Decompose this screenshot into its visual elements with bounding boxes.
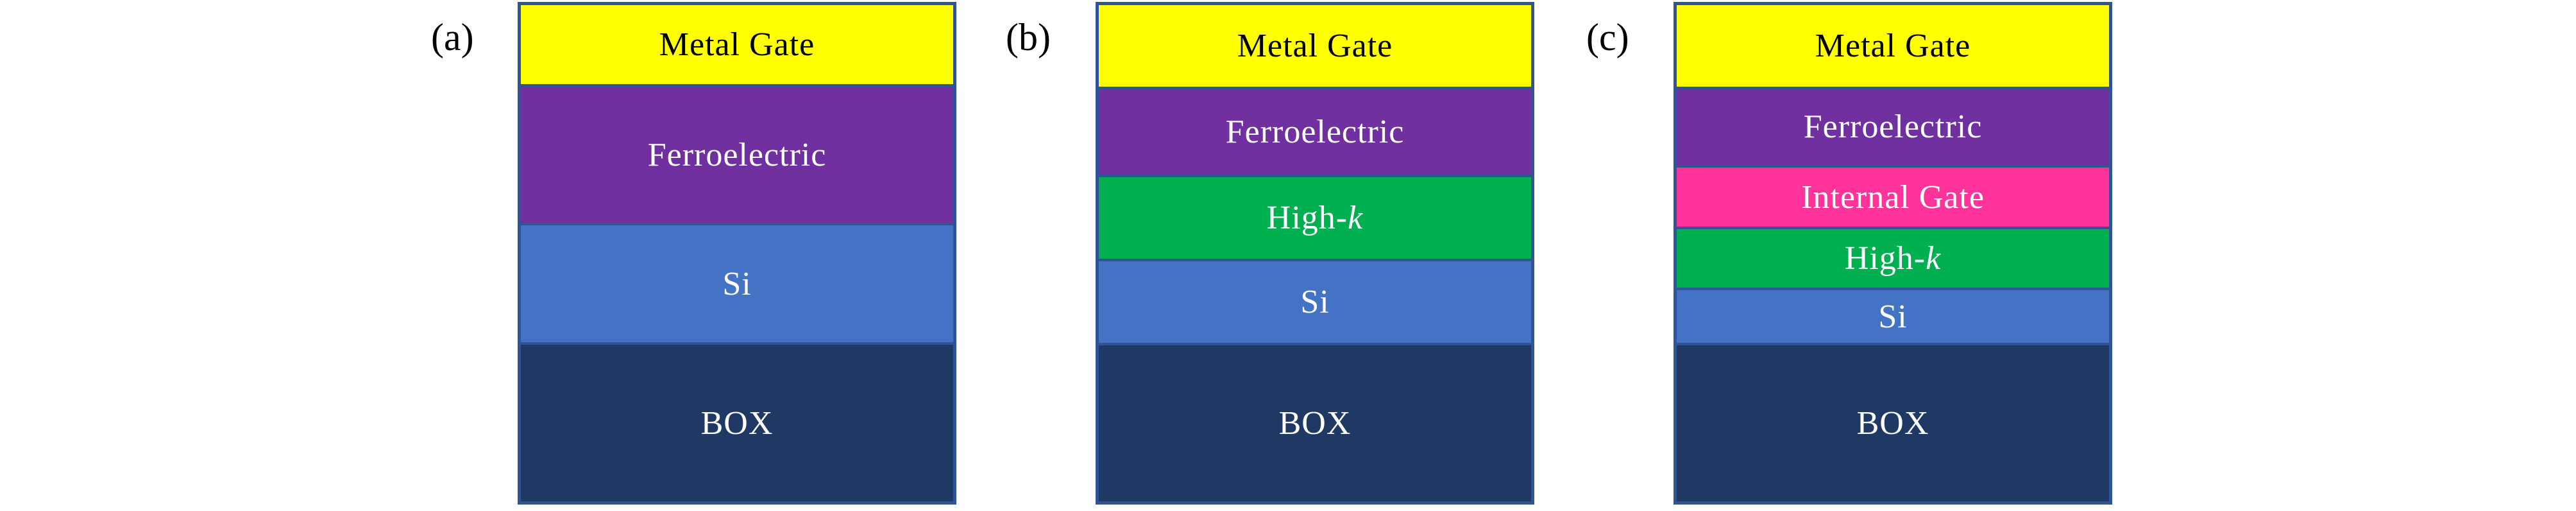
layer-label: Metal Gate <box>659 26 815 64</box>
layer-internal-gate: Internal Gate <box>1677 168 2109 227</box>
layer-label-text: BOX <box>700 404 774 442</box>
layer-label-text: Si <box>722 265 752 302</box>
layer-label-text: High- <box>1844 240 1926 277</box>
layer-label-text: Si <box>1878 298 1908 335</box>
layer-label-text: BOX <box>1856 404 1929 442</box>
layer-ferroelectric: Ferroelectric <box>1677 89 2109 166</box>
layer-si: Si <box>1099 261 1531 343</box>
panel-label-c: (c) <box>1586 16 1629 58</box>
layer-ferroelectric: Ferroelectric <box>521 87 953 223</box>
layer-label-text: Metal Gate <box>659 26 815 64</box>
layer-label: BOX <box>1279 404 1352 442</box>
layer-label: Ferroelectric <box>648 136 827 174</box>
layer-label: BOX <box>1857 404 1929 442</box>
layer-label-italic: k <box>1348 199 1364 236</box>
layer-label: High-k <box>1267 199 1363 237</box>
layer-label-text: Ferroelectric <box>1225 113 1405 150</box>
layer-label: Si <box>722 265 751 303</box>
layer-box: BOX <box>1099 345 1531 501</box>
layer-si: Si <box>1677 290 2109 343</box>
layer-label: High-k <box>1845 239 1941 277</box>
layer-label: BOX <box>701 404 774 442</box>
layer-label: Metal Gate <box>1237 27 1393 65</box>
layer-label-text: Si <box>1300 283 1330 320</box>
layer-label-text: Ferroelectric <box>1803 108 1983 146</box>
layer-metal-gate: Metal Gate <box>1099 5 1531 87</box>
panel-label-a: (a) <box>431 16 474 58</box>
layer-metal-gate: Metal Gate <box>521 5 953 85</box>
layer-label: Internal Gate <box>1801 178 1985 216</box>
layer-label: Ferroelectric <box>1804 108 1983 146</box>
layer-label-text: BOX <box>1278 404 1352 442</box>
layer-box: BOX <box>1677 345 2109 501</box>
layer-box: BOX <box>521 345 953 501</box>
layer-label-text: Ferroelectric <box>647 136 827 173</box>
layer-si: Si <box>521 225 953 343</box>
layer-label-text: High- <box>1266 199 1348 236</box>
layer-label: Si <box>1300 283 1329 321</box>
layer-label-text: Metal Gate <box>1237 28 1393 65</box>
layer-ferroelectric: Ferroelectric <box>1099 89 1531 175</box>
layer-label: Ferroelectric <box>1226 113 1405 151</box>
layer-label: Metal Gate <box>1815 27 1970 65</box>
layer-label: Si <box>1878 298 1907 336</box>
layer-metal-gate: Metal Gate <box>1677 5 2109 87</box>
layer-label-text: Metal Gate <box>1815 27 1971 64</box>
layer-high-k: High-k <box>1677 229 2109 288</box>
panel-label-b: (b) <box>1006 16 1051 58</box>
layer-high-k: High-k <box>1099 177 1531 259</box>
layer-label-text: Internal Gate <box>1801 178 1985 216</box>
layer-label-italic: k <box>1926 240 1942 277</box>
